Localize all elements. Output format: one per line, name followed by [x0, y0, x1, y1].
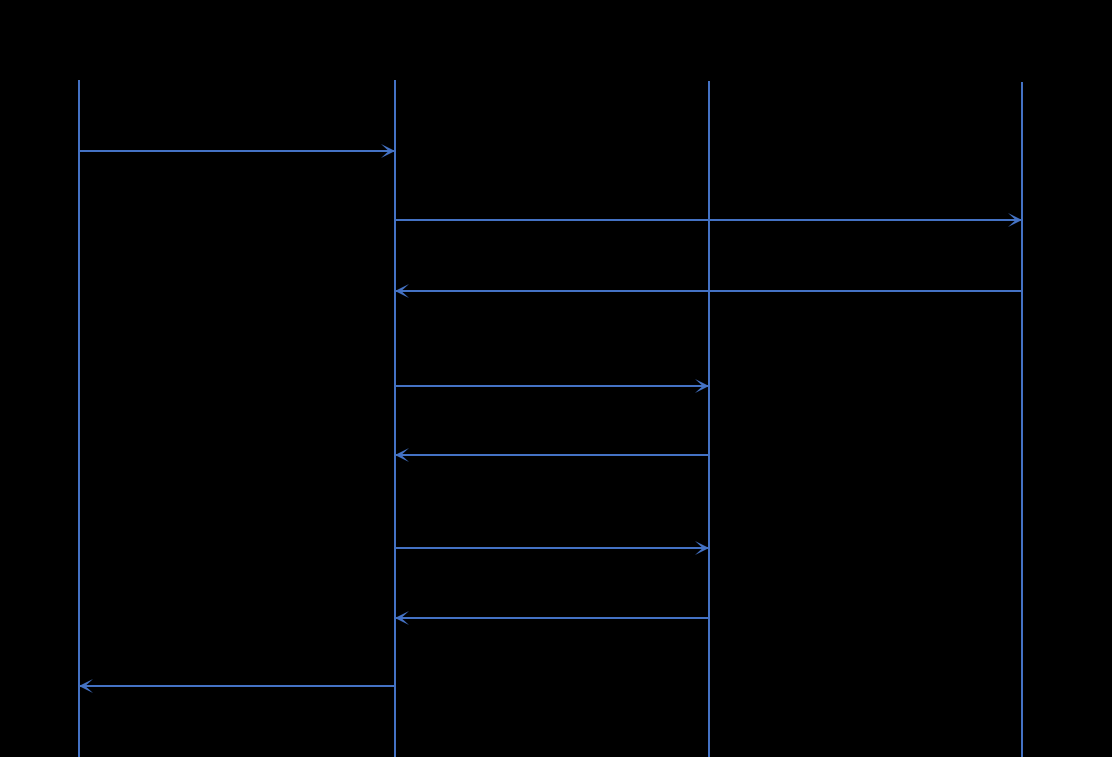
- messages-group: [79, 144, 1022, 693]
- message-2: [395, 213, 1022, 227]
- message-8: [79, 679, 395, 693]
- message-arrowhead-1: [381, 144, 395, 158]
- message-4: [395, 379, 709, 393]
- lifelines-group: [78, 80, 1023, 757]
- message-arrowhead-3: [395, 284, 409, 298]
- message-1: [79, 144, 395, 158]
- message-arrowhead-7: [395, 611, 409, 625]
- message-5: [395, 448, 709, 462]
- message-arrowhead-4: [695, 379, 709, 393]
- message-arrowhead-6: [695, 541, 709, 555]
- message-3: [395, 284, 1022, 298]
- message-arrowhead-2: [1008, 213, 1022, 227]
- message-7: [395, 611, 709, 625]
- message-6: [395, 541, 709, 555]
- message-arrowhead-5: [395, 448, 409, 462]
- message-arrowhead-8: [79, 679, 93, 693]
